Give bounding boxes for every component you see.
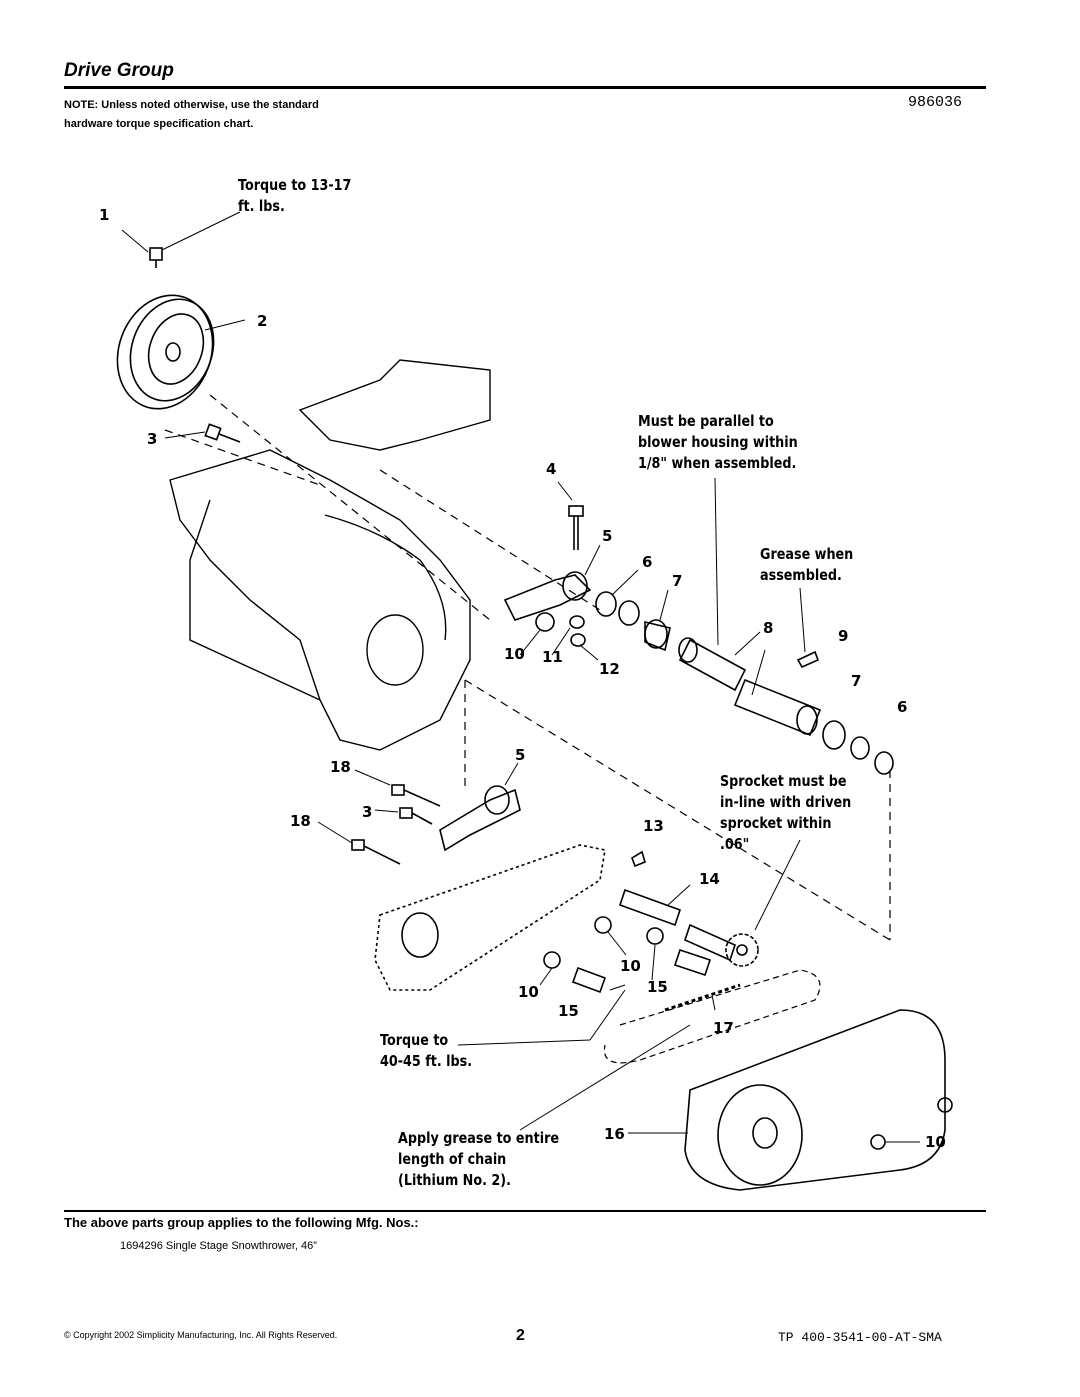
part-number: 5: [515, 746, 526, 764]
part-number: 10: [925, 1133, 946, 1151]
applies-heading: The above parts group applies to the fol…: [64, 1215, 419, 1230]
part-number: 6: [897, 698, 908, 716]
part-number: 10: [504, 645, 525, 663]
part-number: 9: [838, 627, 849, 645]
housing-phantom: [164, 394, 891, 941]
torque-note: NOTE: Unless noted otherwise, use the st…: [64, 99, 319, 130]
part-number: 3: [362, 803, 373, 821]
part-number: 10: [518, 983, 539, 1001]
jackshaft-assembly: [595, 591, 894, 775]
blower-housing: [169, 359, 491, 751]
part-number: 16: [604, 1125, 625, 1143]
part-number: 17: [713, 1019, 734, 1037]
page-number: 2: [516, 1327, 525, 1344]
callout-sprocket: Sprocket must be in-line with driven spr…: [720, 772, 852, 853]
chain-guard-cover: [684, 1009, 946, 1191]
callout-parallel: Must be parallel to blower housing withi…: [638, 412, 798, 472]
part-number: 3: [147, 430, 158, 448]
part-number: 18: [330, 758, 351, 776]
bolt-1-part: [149, 247, 163, 268]
part-number: 13: [643, 817, 664, 835]
footer-rule: [64, 1210, 986, 1212]
callout-chain-grease: Apply grease to entire length of chain (…: [398, 1129, 560, 1189]
bolt-4-part: [568, 505, 584, 550]
doc-number: TP 400-3541-00-AT-SMA: [778, 1330, 942, 1345]
part-number: 18: [290, 812, 311, 830]
part-number: 8: [763, 619, 774, 637]
callout-torque-top: Torque to 13-17 ft. lbs.: [238, 176, 352, 215]
callout-torque-bottom: Torque to 40-45 ft. lbs.: [380, 1031, 473, 1070]
part-number: 2: [257, 312, 268, 330]
callout-grease: Grease when assembled.: [760, 545, 854, 584]
part-number: 6: [642, 553, 653, 571]
title-rule: [64, 86, 986, 89]
part-number: 14: [699, 870, 720, 888]
part-number: 4: [546, 460, 557, 478]
leader-lines: [121, 211, 920, 1143]
part-number: 7: [672, 572, 683, 590]
mfg-entry: 1694296 Single Stage Snowthrower, 46”: [120, 1240, 317, 1252]
part-number: 11: [542, 648, 563, 666]
part-number: 15: [647, 978, 668, 996]
pulley-part: [116, 294, 215, 410]
part-number: 15: [558, 1002, 579, 1020]
diagram-id: 986036: [908, 94, 963, 111]
bolt-3-part: [204, 423, 241, 443]
part-number: 7: [851, 672, 862, 690]
part-number: 12: [599, 660, 620, 678]
part-number: 1: [99, 206, 110, 224]
part-number: 5: [602, 527, 613, 545]
drive-group-diagram: [116, 211, 953, 1191]
lower-bolts: [351, 784, 441, 865]
part-number: 10: [620, 957, 641, 975]
bracket-upper: [503, 574, 592, 621]
copyright: © Copyright 2002 Simplicity Manufacturin…: [64, 1330, 338, 1340]
page-title: Drive Group: [64, 60, 174, 81]
